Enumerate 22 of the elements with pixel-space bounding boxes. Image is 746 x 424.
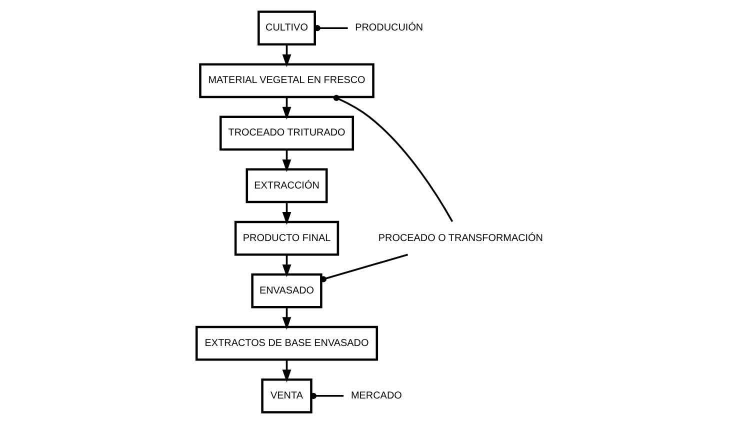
arrow	[282, 97, 291, 120]
arrow	[282, 254, 291, 278]
arrow	[282, 202, 291, 225]
connector	[332, 94, 453, 222]
node-box: EXTRACTOS DE BASE ENVASADO	[195, 326, 378, 361]
arrow	[282, 307, 291, 330]
connector	[314, 25, 348, 32]
node-box: EXTRACCIÓN	[245, 168, 328, 204]
node-box: MATERIAL VEGETAL EN FRESCO	[198, 63, 374, 98]
node-text: MERCADO	[350, 390, 402, 402]
node-box: TROCEADO TRITURADO	[219, 116, 354, 151]
connector	[320, 254, 408, 282]
arrow	[282, 44, 291, 68]
node-box: PRODUCTO FINAL	[234, 220, 339, 256]
node-text: PROCEADO O TRANSFORMACIÓN	[378, 232, 543, 244]
arrow	[282, 360, 291, 382]
node-box: VENTA	[260, 378, 312, 414]
connector	[310, 392, 344, 399]
node-box: ENVASADO	[250, 273, 322, 308]
node-box: CULTIVO	[257, 10, 316, 46]
arrow	[282, 150, 291, 172]
node-text: PRODUCUIÓN	[354, 22, 423, 34]
